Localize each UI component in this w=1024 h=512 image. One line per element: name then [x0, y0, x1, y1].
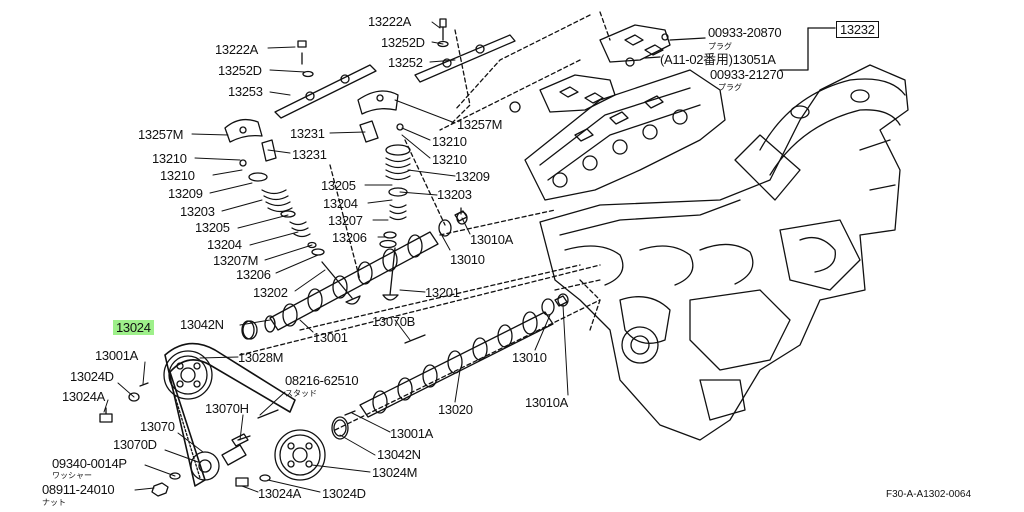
part-label-13210-r2: 13210 — [432, 152, 467, 167]
upper-rocker-shaft — [414, 18, 516, 83]
part-label-00933-21270: 00933-21270 — [710, 67, 784, 82]
part-label-13010-top: 13010 — [450, 252, 485, 267]
part-label-13204-left: 13204 — [207, 237, 242, 252]
part-label-13203-r: 13203 — [437, 187, 472, 202]
part-label-13042N-top: 13042N — [180, 317, 224, 332]
lash-adjuster-mid — [359, 120, 379, 143]
part-label-13202: 13202 — [253, 285, 288, 300]
dowel-pin-upper — [139, 382, 149, 387]
part-label-13051A: (A11-02番用)13051A — [660, 52, 776, 67]
part-label-09340-0014P: 09340-0014P — [52, 456, 127, 471]
part-label-13232: 13232 — [836, 21, 879, 38]
part-label-13231-mid: 13231 — [290, 126, 325, 141]
part-label-13070H: 13070H — [205, 401, 249, 416]
bolt-13010A-top — [454, 207, 468, 222]
part-label-13206-r: 13206 — [332, 230, 367, 245]
note-plug-1: プラグ — [708, 42, 732, 51]
note-nut: ナット — [42, 498, 66, 507]
bolt-13024A-bot — [235, 477, 249, 487]
part-label-13207-r: 13207 — [328, 213, 363, 228]
part-label-13222A-top: 13222A — [368, 14, 412, 29]
exhaust-valve — [321, 261, 361, 305]
part-label-13252: 13252 — [388, 55, 423, 70]
part-label-13010A-top: 13010A — [470, 232, 514, 247]
part-label-13010-mid: 13010 — [512, 350, 547, 365]
part-label-13207M: 13207M — [213, 253, 259, 268]
part-label-13010A-bot: 13010A — [525, 395, 569, 410]
part-label-13001A-bot: 13001A — [390, 426, 434, 441]
part-label-13209-left: 13209 — [168, 186, 203, 201]
part-label-13204-r: 13204 — [323, 196, 358, 211]
bolt-13024A-left — [99, 407, 113, 423]
part-label-08911-24010: 08911-24010 — [42, 482, 115, 497]
part-label-13210-a: 13210 — [152, 151, 187, 166]
stud-bolt — [257, 409, 279, 419]
part-label-13070: 13070 — [140, 419, 175, 434]
part-label-13257M-left: 13257M — [138, 127, 184, 142]
lower-camshaft — [331, 293, 569, 440]
part-label-13024A-left: 13024A — [62, 389, 106, 404]
part-label-13222A: 13222A — [215, 42, 259, 57]
engine-block-drawing — [524, 64, 909, 441]
note-plug-2: プラグ — [718, 83, 742, 92]
washer-13024D-bot — [259, 474, 271, 482]
part-label-13024D-bot: 13024D — [322, 486, 366, 501]
part-label-13209-r: 13209 — [455, 169, 490, 184]
pin-13001A-bot — [344, 410, 356, 416]
lash-adjuster-left — [261, 139, 277, 162]
part-label-13042N-bot: 13042N — [377, 447, 421, 462]
nut-08911 — [151, 482, 169, 497]
part-label-13001: 13001 — [313, 330, 348, 345]
timing-belt — [164, 342, 296, 487]
leader-lines — [103, 21, 569, 493]
note-stud: スタッド — [285, 389, 317, 398]
washer-13024D — [128, 392, 140, 402]
part-label-00933-20870: 00933-20870 — [708, 25, 782, 40]
part-label-13024D-left: 13024D — [70, 369, 114, 384]
part-label-13203-left: 13203 — [180, 204, 215, 219]
part-label-13252D: 13252D — [218, 63, 262, 78]
drawing-reference-code: F30-A-A1302-0064 — [886, 489, 972, 500]
part-label-13028M: 13028M — [238, 350, 284, 365]
part-label-13024-highlighted[interactable]: 13024 — [113, 320, 154, 335]
washer-09340 — [169, 472, 181, 480]
rocker-arm-left — [224, 118, 263, 143]
left-rocker-shaft — [274, 40, 377, 119]
part-label-13206-left: 13206 — [236, 267, 271, 282]
part-label-13210-r: 13210 — [432, 134, 467, 149]
belt-tensioner — [190, 433, 249, 481]
part-label-13201: 13201 — [425, 285, 460, 300]
part-label-13024A-bot: 13024A — [258, 486, 302, 501]
assembly-guide-lines — [239, 11, 611, 431]
part-label-13070D: 13070D — [113, 437, 157, 452]
stud-13070B — [404, 334, 426, 344]
part-label-13252D-top: 13252D — [381, 35, 425, 50]
part-label-13231-left: 13231 — [292, 147, 327, 162]
part-label-13210-b: 13210 — [160, 168, 195, 183]
part-label-13205-r: 13205 — [321, 178, 356, 193]
part-label-13070B: 13070B — [372, 314, 416, 329]
part-label-08216-62510: 08216-62510 — [285, 373, 359, 388]
rocker-arm-right — [357, 90, 399, 115]
part-label-13001A-top: 13001A — [95, 348, 139, 363]
part-label-13205-left: 13205 — [195, 220, 230, 235]
valve-spring-stack-right — [379, 144, 411, 249]
intake-valve — [382, 247, 399, 301]
upper-camshaft — [241, 211, 468, 340]
part-label-13024M: 13024M — [372, 465, 418, 480]
part-label-13253: 13253 — [228, 84, 263, 99]
oil-seal-upper — [242, 320, 258, 340]
part-label-13257M-right: 13257M — [457, 117, 503, 132]
note-washer: ワッシャー — [52, 471, 92, 480]
bolt-13010A-bot — [554, 295, 568, 307]
part-label-13020: 13020 — [438, 402, 473, 417]
lower-cam-pulley — [274, 429, 326, 481]
cam-cap-group — [509, 24, 836, 113]
oil-seal-lower — [333, 419, 347, 437]
